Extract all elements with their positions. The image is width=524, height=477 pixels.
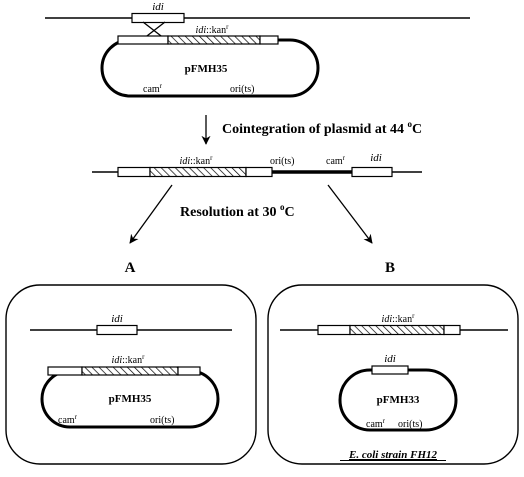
cointegrate-kan-cassette xyxy=(149,166,247,178)
idi-gene-box xyxy=(371,365,409,375)
cointegrate-idi-label: idi xyxy=(370,152,382,164)
panel-a: idi idi::kanr pFMH35 camr ori(ts) xyxy=(5,284,257,465)
chromosome-flank-right xyxy=(443,324,461,336)
idi-kan-label: idi::kanr xyxy=(382,312,416,325)
cam-label: camr xyxy=(366,417,386,430)
cam-label: camr xyxy=(58,413,78,426)
idi-gene-box xyxy=(131,12,185,24)
cointegrate-idi-kan-label: idi::kanr xyxy=(180,154,214,167)
strain-label: E. coli strain FH12 xyxy=(348,449,438,461)
cointegrate-idi-box xyxy=(351,166,393,178)
cointegrate-ori-label: ori(ts) xyxy=(270,156,294,167)
kan-cassette xyxy=(167,35,261,45)
ori-label: ori(ts) xyxy=(398,419,422,430)
idi-kan-label: idi::kanr xyxy=(112,353,146,366)
idi-gene-label: idi xyxy=(152,1,164,13)
cointegrate-flank-right xyxy=(245,166,273,178)
initial-state: idi idi::kanr pFMH35 camr ori(ts) xyxy=(45,1,470,98)
cointegration-step-label: Cointegration of plasmid at 44 oC xyxy=(222,119,422,137)
panel-b: idi::kanr idi pFMH33 camr ori(ts) E. col… xyxy=(267,284,519,465)
cell-a-outline xyxy=(5,284,257,465)
panel-b-letter: B xyxy=(385,260,395,276)
resolution-step-label: Resolution at 30 oC xyxy=(180,202,295,220)
ori-label: ori(ts) xyxy=(230,84,254,95)
cointegrate-flank-left xyxy=(117,166,151,178)
plasmid-flank-right xyxy=(177,366,201,376)
plasmid-name: pFMH35 xyxy=(185,63,228,75)
cam-label: camr xyxy=(143,82,163,95)
ori-label: ori(ts) xyxy=(150,415,174,426)
plasmid-pFMH35-backbone xyxy=(100,38,320,98)
chromosome-kan-cassette xyxy=(349,324,445,336)
plasmid-name: pFMH35 xyxy=(109,393,152,405)
idi-gene-box xyxy=(96,324,138,336)
idi-gene-label: idi xyxy=(111,313,123,325)
resolution-arrow-a xyxy=(129,184,173,244)
resolution-arrow-b xyxy=(327,184,373,244)
cointegrate: idi::kanr ori(ts) camr idi xyxy=(92,152,422,178)
plasmid-pFMH33-backbone xyxy=(338,368,458,432)
cointegrate-cam-label: camr xyxy=(326,154,346,167)
panel-a-letter: A xyxy=(125,260,136,276)
idi-gene-label: idi xyxy=(384,353,396,365)
plasmid-flank-left xyxy=(117,35,169,45)
plasmid-pFMH35-backbone xyxy=(40,369,220,429)
plasmid-flank-left xyxy=(47,366,83,376)
plasmid-name: pFMH33 xyxy=(377,394,420,406)
kan-cassette xyxy=(81,366,179,376)
idi-kan-label: idi::kanr xyxy=(196,23,230,36)
cell-b-outline xyxy=(267,284,519,465)
chromosome-flank-left xyxy=(317,324,351,336)
plasmid-flank-right xyxy=(259,35,279,45)
